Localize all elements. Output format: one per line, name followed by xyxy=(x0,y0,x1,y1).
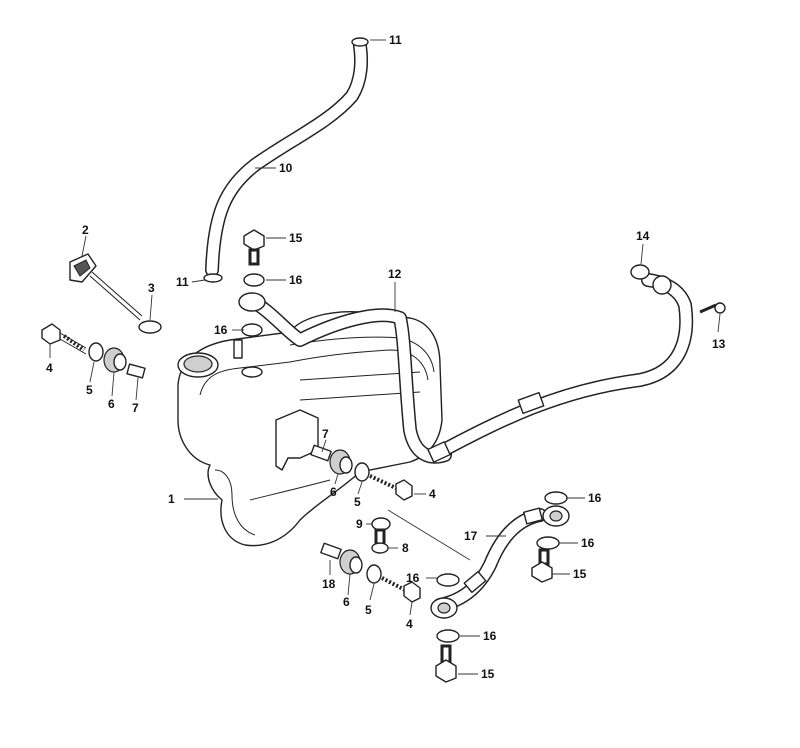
fuel-hose-12 xyxy=(243,293,452,464)
callout-1: 1 xyxy=(168,492,175,506)
hose-clip-top xyxy=(351,37,369,47)
callout-15-right: 15 xyxy=(573,567,587,581)
callout-5-low: 5 xyxy=(365,603,372,617)
callout-8: 8 xyxy=(402,541,409,555)
gasket-3 xyxy=(138,320,162,334)
callout-13: 13 xyxy=(712,337,726,351)
washer-16-l1 xyxy=(436,573,460,587)
tank-vent-nipple xyxy=(233,339,243,359)
callout-4-low: 4 xyxy=(406,617,413,631)
callout-6-mid: 6 xyxy=(330,485,337,499)
bolt-4-low xyxy=(381,576,421,603)
washer-5-low xyxy=(366,564,382,584)
banjo-bolt-15-top xyxy=(243,229,265,266)
bolt-13 xyxy=(699,302,726,314)
hose-clamp-end xyxy=(427,441,451,463)
callout-2: 2 xyxy=(82,223,89,237)
washer-16-mid xyxy=(241,323,263,337)
washer-16-l2 xyxy=(436,629,460,643)
callout-7-left: 7 xyxy=(132,401,139,415)
callout-14: 14 xyxy=(636,229,650,243)
callout-4-left: 4 xyxy=(46,361,53,375)
callout-18: 18 xyxy=(322,577,336,591)
left-rubber-6 xyxy=(103,347,127,373)
banjo-bolt-15-bottom xyxy=(435,644,457,683)
callout-16-bottom: 16 xyxy=(483,629,497,643)
banjo-bolt-15-right xyxy=(531,548,553,583)
washer-9 xyxy=(371,517,391,531)
tank-bracket xyxy=(275,409,319,471)
callout-4-mid: 4 xyxy=(429,487,436,501)
callout-11-mid: 11 xyxy=(176,275,189,289)
callout-9: 9 xyxy=(356,517,363,531)
callout-16-right: 16 xyxy=(581,536,595,550)
rubber-6-mid xyxy=(329,449,353,475)
callout-15-bottom: 15 xyxy=(481,667,495,681)
hose-clamp-17b xyxy=(523,507,543,525)
washer-16-top xyxy=(243,273,265,287)
callout-15-top: 15 xyxy=(289,231,303,245)
banjo-fitting-upper xyxy=(542,505,570,527)
rubber-6-low xyxy=(339,549,363,575)
filler-neck xyxy=(177,352,219,378)
breather-hose xyxy=(205,39,368,277)
callout-16-mid: 16 xyxy=(214,323,228,337)
pipe-end-14 xyxy=(630,264,650,280)
hose-clamp-17a xyxy=(463,570,487,594)
callout-5-mid: 5 xyxy=(354,495,361,509)
pipe-coupler xyxy=(652,275,672,295)
banjo-fitting-lower xyxy=(430,597,458,619)
bolt-8 xyxy=(371,528,389,554)
callout-7-mid: 7 xyxy=(322,427,329,441)
callout-16-top: 16 xyxy=(289,273,303,287)
collar-7-mid xyxy=(310,444,332,462)
fuel-pipe-14 xyxy=(433,273,694,459)
callout-5-left: 5 xyxy=(86,383,93,397)
left-washer-5 xyxy=(88,342,104,362)
hose-clip-lower xyxy=(203,273,223,283)
banjo-16-tank xyxy=(238,292,266,312)
callout-11-top: 11 xyxy=(389,33,402,47)
filler-cap-2 xyxy=(69,253,143,321)
tank-outlet-port xyxy=(241,366,263,378)
callout-16-left: 16 xyxy=(406,571,420,585)
left-collar-7 xyxy=(126,363,146,379)
collar-18 xyxy=(320,542,342,560)
callout-12: 12 xyxy=(388,267,402,281)
callout-3: 3 xyxy=(148,281,155,295)
callout-16-right-top: 16 xyxy=(588,491,602,505)
callout-6-low: 6 xyxy=(343,595,350,609)
washer-16-r1 xyxy=(544,491,568,505)
callout-labels: 11 10 15 16 11 16 12 14 13 2 3 4 5 6 7 7… xyxy=(46,33,726,681)
callout-6-left: 6 xyxy=(108,397,115,411)
left-bolt-4 xyxy=(41,323,87,355)
bolt-4-mid xyxy=(369,474,413,501)
leader-lines xyxy=(49,39,721,675)
callout-17: 17 xyxy=(464,529,478,543)
callout-10: 10 xyxy=(279,161,293,175)
washer-5-mid xyxy=(354,462,370,482)
washer-16-r2 xyxy=(536,536,560,550)
fuel-hose-17 xyxy=(433,508,547,612)
hose-clamp-mid xyxy=(517,391,545,415)
